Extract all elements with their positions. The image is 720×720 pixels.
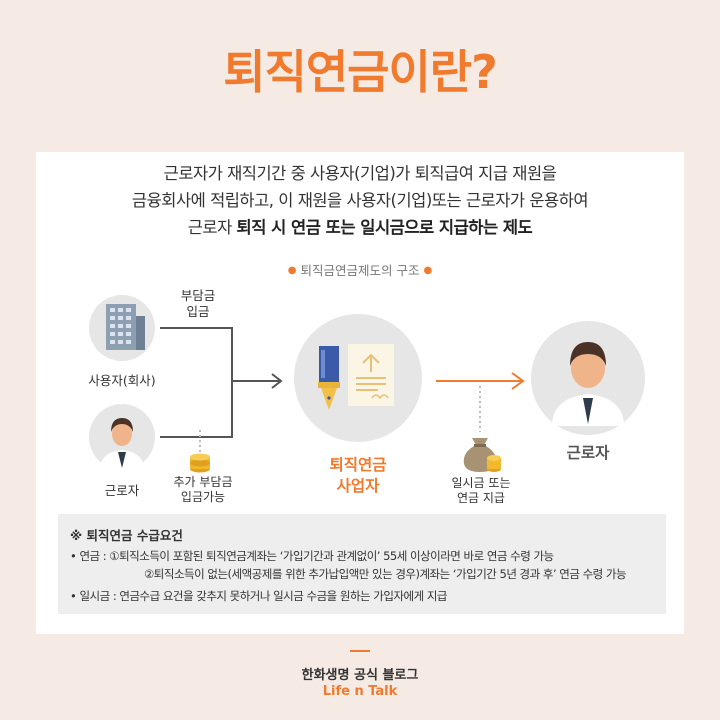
intro-line-3-bold: 퇴직 시 연금 또는 일시금으로 지급하는 제도 <box>236 218 533 237</box>
footer-blog-name: Life n Talk <box>322 684 398 699</box>
pen-icon <box>318 346 340 410</box>
worker-flow-label-1: 추가 부담금 <box>173 475 232 489</box>
payout-arrow-icon <box>436 372 525 390</box>
intro-text: 근로자가 재직기간 중 사용자(기업)가 퇴직급여 지급 재원을 금융회사에 적… <box>0 160 720 241</box>
flow-connector <box>160 327 283 438</box>
requirement-pension-1: • 연금 : ①퇴직소득이 포함된 퇴직연금계좌는 ‘가입기간과 관계없이’ 5… <box>70 549 554 563</box>
coins-icon <box>190 453 210 473</box>
intro-line-3: 근로자 퇴직 시 연금 또는 일시금으로 지급하는 제도 <box>0 214 720 241</box>
payout-label-2: 연금 지급 <box>457 491 505 505</box>
money-bag-icon <box>463 438 501 472</box>
recipient-avatar-icon <box>552 342 624 426</box>
worker-label: 근로자 <box>105 483 140 498</box>
intro-line-2: 금융회사에 적립하고, 이 재원을 사용자(기업)또는 근로자가 운용하여 <box>131 191 589 210</box>
recipient-node <box>531 321 645 435</box>
employer-label: 사용자(회사) <box>88 373 155 388</box>
worker-node <box>89 404 155 470</box>
recipient-label: 근로자 <box>567 444 611 462</box>
structure-title-text: 퇴직금연금제도의 구조 <box>300 263 420 278</box>
document-icon <box>348 344 394 406</box>
bullet-dot-icon: ● <box>423 265 433 276</box>
provider-label-2: 사업자 <box>337 477 381 495</box>
footer-brand: 한화생명 공식 블로그 <box>301 668 419 683</box>
employer-flow-label-1: 부담금 <box>181 288 216 303</box>
provider-node <box>294 314 422 442</box>
structure-title: ● 퇴직금연금제도의 구조 ● <box>0 260 720 279</box>
bullet-dot-icon: ● <box>287 265 297 276</box>
requirement-pension-2: ②퇴직소득이 없는(세액공제를 위한 추가납입액만 있는 경우)계좌는 ‘가입기… <box>144 567 627 581</box>
provider-label-1: 퇴직연금 <box>329 456 386 474</box>
requirement-lump-sum: • 일시금 : 연금수급 요건을 갖추지 못하거나 일시금 수금을 원하는 가입… <box>70 589 448 603</box>
worker-flow-label-2: 입금가능 <box>181 490 225 504</box>
requirements-box <box>58 514 666 614</box>
intro-line-3-plain: 근로자 <box>187 218 237 237</box>
page-title: 퇴직연금이란? <box>223 45 498 99</box>
payout-label-1: 일시금 또는 <box>451 476 510 490</box>
employer-flow-label-2: 입금 <box>186 304 209 319</box>
building-icon <box>106 304 145 350</box>
intro-line-1: 근로자가 재직기간 중 사용자(기업)가 퇴직급여 지급 재원을 <box>163 164 557 183</box>
worker-avatar-icon <box>100 418 144 470</box>
footer-divider <box>350 650 370 652</box>
employer-node <box>89 295 155 361</box>
requirements-title: ※ 퇴직연금 수급요건 <box>70 528 183 543</box>
